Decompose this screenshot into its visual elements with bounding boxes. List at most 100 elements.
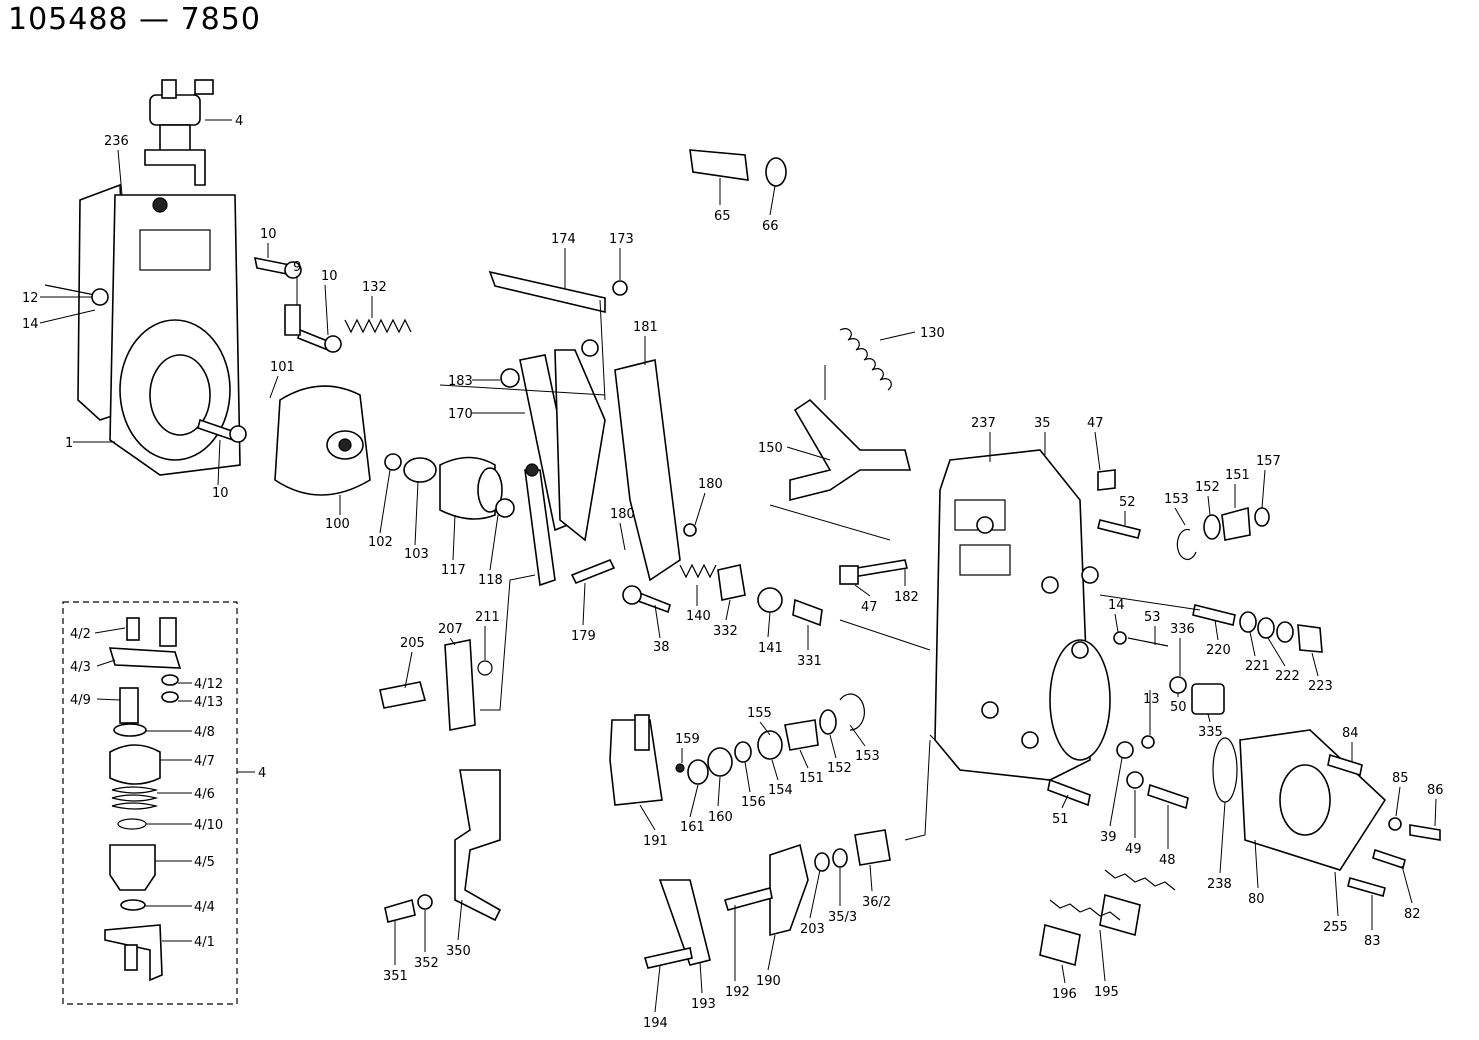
callout: 173 [609, 232, 634, 247]
callout: 47 [861, 600, 878, 615]
kit-callout: 4/3 [70, 660, 91, 675]
callout: 48 [1159, 853, 1176, 868]
callout: 221 [1245, 659, 1270, 674]
callout: 39 [1100, 830, 1117, 845]
callout: 52 [1119, 495, 1136, 510]
callout: 331 [797, 654, 822, 669]
part-100-flyweight [274, 385, 371, 496]
callout: 183 [448, 374, 473, 389]
callout: 180 [698, 477, 723, 492]
kit-callout: 4/6 [194, 787, 215, 802]
kit-callout: 4/9 [70, 693, 91, 708]
callout: 211 [475, 610, 500, 625]
callout: 352 [414, 956, 439, 971]
callout: 130 [920, 326, 945, 341]
callout: 160 [708, 810, 733, 825]
callout: 141 [758, 641, 783, 656]
callout: 236 [104, 134, 129, 149]
kit-callout: 4/2 [70, 627, 91, 642]
callout: 170 [448, 407, 473, 422]
kit-callout: 4/1 [194, 935, 215, 950]
kit-callout: 4/12 [194, 677, 223, 692]
kit-callout: 4/13 [194, 695, 223, 710]
callout: 65 [714, 209, 731, 224]
callout: 38 [653, 640, 670, 655]
callout: 140 [686, 609, 711, 624]
part-4-adjuster [144, 79, 214, 186]
callout: 192 [725, 985, 750, 1000]
callout: 4 [235, 114, 243, 129]
callout: 66 [762, 219, 779, 234]
callout: 238 [1207, 877, 1232, 892]
kit-callout: 4/4 [194, 900, 215, 915]
callout: 237 [971, 416, 996, 431]
callout: 205 [400, 636, 425, 651]
callout: 151 [799, 771, 824, 786]
callout: 181 [633, 320, 658, 335]
callout: 174 [551, 232, 576, 247]
callout: 51 [1052, 812, 1069, 827]
kit-callout: 4/10 [194, 818, 223, 833]
callout: 10 [212, 486, 229, 501]
callout: 102 [368, 535, 393, 550]
callout: 194 [643, 1016, 668, 1031]
part-170-lever [500, 339, 606, 587]
part-181-lever [614, 359, 697, 582]
part-35-cover [934, 449, 1111, 781]
kit-callout: 4 [258, 766, 266, 781]
callout: 207 [438, 622, 463, 637]
callout: 191 [643, 834, 668, 849]
callout: 84 [1342, 726, 1359, 741]
callout: 203 [800, 922, 825, 937]
callout: 83 [1364, 934, 1381, 949]
callout: 153 [1164, 492, 1189, 507]
kit-callout: 4/7 [194, 754, 215, 769]
callout: 180 [610, 507, 635, 522]
callout: 152 [827, 761, 852, 776]
kit-callout: 4/8 [194, 725, 215, 740]
callout: 53 [1144, 610, 1161, 625]
callout: 336 [1170, 622, 1195, 637]
callout: 49 [1125, 842, 1142, 857]
callout: 190 [756, 974, 781, 989]
callout: 220 [1206, 643, 1231, 658]
callout: 36/2 [862, 895, 891, 910]
callout: 103 [404, 547, 429, 562]
callout: 152 [1195, 480, 1220, 495]
callout: 150 [758, 441, 783, 456]
callout: 156 [741, 795, 766, 810]
callout: 85 [1392, 771, 1409, 786]
callout: 332 [713, 624, 738, 639]
callout: 35 [1034, 416, 1051, 431]
callout: 154 [768, 783, 793, 798]
callout: 9 [293, 260, 301, 275]
callout: 50 [1170, 700, 1187, 715]
callout: 14 [1108, 598, 1125, 613]
callout: 80 [1248, 892, 1265, 907]
callout: 117 [441, 563, 466, 578]
part-255-cover [1239, 729, 1387, 871]
callout: 86 [1427, 783, 1444, 798]
callout: 195 [1094, 985, 1119, 1000]
part-117-sleeve [439, 456, 503, 520]
callout: 161 [680, 820, 705, 835]
callout-labels: 4 236 12 14 1 10 9 10 132 101 10 100 102… [22, 114, 1444, 1031]
callout: 132 [362, 280, 387, 295]
callout: 118 [478, 573, 503, 588]
callout: 101 [270, 360, 295, 375]
callout: 155 [747, 706, 772, 721]
kit-callout: 4/5 [194, 855, 215, 870]
callout: 82 [1404, 907, 1421, 922]
part-150-lever [789, 398, 912, 502]
callout: 10 [260, 227, 277, 242]
callout: 157 [1256, 454, 1281, 469]
callout: 223 [1308, 679, 1333, 694]
callout: 350 [446, 944, 471, 959]
callout: 196 [1052, 987, 1077, 1002]
callout: 193 [691, 997, 716, 1012]
page-title: 105488 — 7850 [8, 2, 261, 37]
callout: 100 [325, 517, 350, 532]
callout: 14 [22, 317, 39, 332]
callout: 153 [855, 749, 880, 764]
